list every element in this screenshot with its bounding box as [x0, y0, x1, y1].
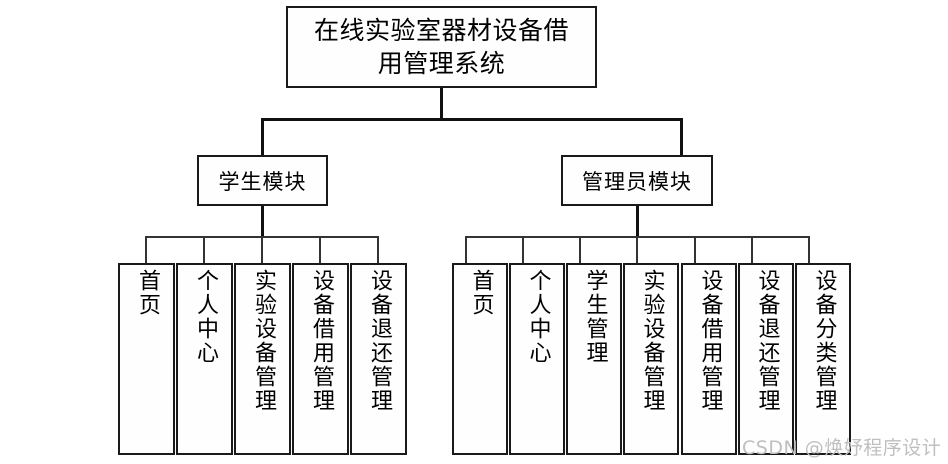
leaf-node-label: 首页	[468, 269, 494, 317]
leaf-node-label: 设备退还管理	[754, 269, 780, 413]
connector-module-1-to-leaf-6	[808, 236, 810, 263]
root-node-label: 在线实验室器材设备借用管理系统	[313, 16, 569, 78]
module-node-label: 学生模块	[218, 169, 307, 194]
connector-root-bus	[261, 118, 683, 121]
leaf-node-student-home: 首页	[118, 263, 175, 455]
connector-module-0-to-leaf-3	[319, 236, 321, 263]
leaf-node-label: 个人中心	[525, 269, 551, 365]
leaf-node-label: 设备借用管理	[308, 269, 334, 413]
leaf-node-label: 首页	[134, 269, 160, 317]
module-node-label: 管理员模块	[582, 169, 692, 194]
connector-module-1-to-leaf-1	[522, 236, 524, 263]
leaf-node-student-return-management: 设备退还管理	[350, 263, 407, 455]
leaf-node-label: 设备退还管理	[366, 269, 392, 413]
leaf-node-label: 实验设备管理	[250, 269, 276, 413]
leaf-node-admin-return-management: 设备退还管理	[738, 263, 794, 455]
connector-module-0-drop	[261, 206, 264, 238]
connector-module-0-to-leaf-0	[145, 236, 147, 263]
leaf-node-admin-borrow-management: 设备借用管理	[681, 263, 737, 455]
connector-module-1-to-leaf-4	[694, 236, 696, 263]
root-node-system: 在线实验室器材设备借用管理系统	[286, 6, 597, 88]
connector-module-1-to-leaf-0	[465, 236, 467, 263]
module-node-admin: 管理员模块	[561, 155, 713, 206]
connector-module-1-to-leaf-3	[636, 236, 638, 263]
connector-module-1-to-leaf-2	[579, 236, 581, 263]
connector-module-0-to-leaf-4	[377, 236, 379, 263]
leaf-node-label: 个人中心	[192, 269, 218, 365]
leaf-node-label: 实验设备管理	[639, 269, 665, 413]
leaf-node-label: 设备分类管理	[811, 269, 837, 413]
connector-module-0-to-leaf-1	[203, 236, 205, 263]
module-node-student: 学生模块	[197, 155, 328, 206]
leaf-node-admin-home: 首页	[452, 263, 508, 455]
leaf-node-label: 设备借用管理	[697, 269, 723, 413]
connector-root-to-module-0	[261, 118, 264, 156]
connector-module-0-to-leaf-2	[261, 236, 263, 263]
leaf-node-label: 学生管理	[582, 269, 608, 365]
leaf-node-admin-personal-center: 个人中心	[509, 263, 565, 455]
connector-root-to-module-1	[680, 118, 683, 156]
connector-module-1-drop	[636, 206, 639, 238]
connector-root-drop	[440, 88, 443, 120]
connector-module-1-to-leaf-5	[751, 236, 753, 263]
leaf-node-student-borrow-management: 设备借用管理	[292, 263, 349, 455]
leaf-node-admin-category-management: 设备分类管理	[795, 263, 851, 455]
leaf-node-student-equipment-management: 实验设备管理	[234, 263, 291, 455]
leaf-node-admin-equipment-management: 实验设备管理	[623, 263, 679, 455]
leaf-node-admin-student-management: 学生管理	[566, 263, 622, 455]
leaf-node-student-personal-center: 个人中心	[176, 263, 233, 455]
